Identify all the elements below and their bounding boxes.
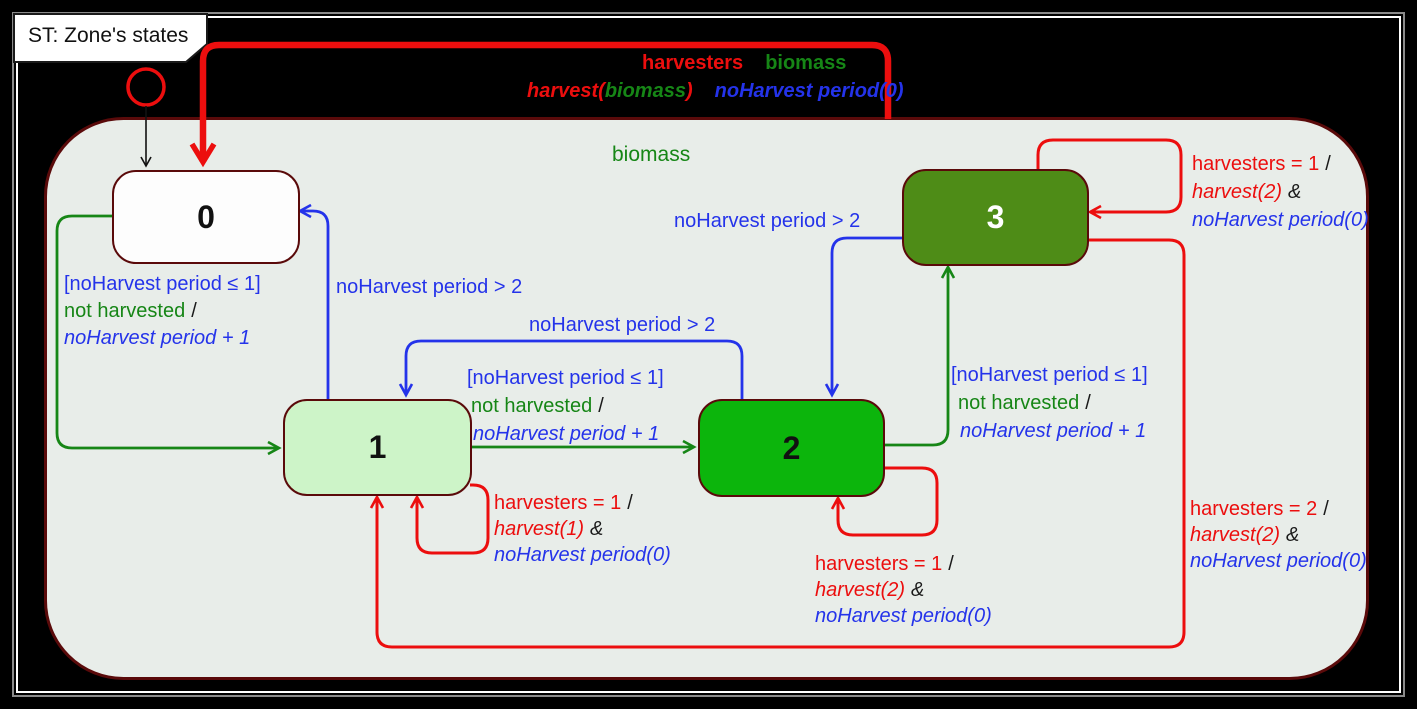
transition-1-to-0-label: noHarvest period > 2	[336, 276, 523, 298]
loop2-action1: harvest(2)	[815, 579, 906, 601]
statechart-name-tab[interactable]	[13, 13, 208, 63]
self-transition-state-3[interactable]	[1036, 138, 1183, 220]
transition-0-to-1[interactable]	[55, 214, 282, 456]
t31-action2: noHarvest period(0)	[1190, 550, 1367, 572]
t12-trigger: not harvested	[471, 395, 593, 417]
initial-state-circle[interactable]	[126, 67, 166, 107]
interface-declaration-line1: harvesters biomass	[642, 52, 846, 75]
t31-action1: harvest(2)	[1190, 524, 1281, 546]
transition-3-to-2-label: noHarvest period > 2	[674, 210, 861, 232]
t12-guard: [noHarvest period ≤ 1]	[467, 367, 664, 389]
t31-trigger: harvesters = 2	[1190, 498, 1318, 520]
transition-1-to-0[interactable]	[297, 203, 330, 399]
interface-variable: biomass	[765, 52, 847, 74]
transition-2-to-1[interactable]	[398, 339, 744, 399]
interface-action-noharvest: noHarvest period(0)	[714, 80, 904, 102]
interface-action-harvest-open: harvest(	[527, 80, 605, 102]
state-1-label: 1	[368, 429, 387, 465]
transition-0-to-1-label: [noHarvest period ≤ 1] not harvested/ no…	[64, 273, 261, 349]
interface-declaration-line2: harvest(biomass) noHarvest period(0)	[527, 80, 904, 103]
transition-1-to-2-label: [noHarvest period ≤ 1] not harvested/ no…	[467, 367, 664, 445]
interface-event: harvesters	[642, 52, 744, 74]
loop1-action1: harvest(1)	[494, 518, 585, 540]
loop2-action2: noHarvest period(0)	[815, 605, 992, 627]
transition-2-to-3-label: [noHarvest period ≤ 1] not harvested/ no…	[951, 364, 1148, 442]
transition-3-to-1[interactable]	[369, 238, 1186, 649]
self-transition-2-label: harvesters = 1/ harvest(2)& noHarvest pe…	[815, 553, 992, 627]
statechart-title: ST: Zone's states	[28, 24, 189, 47]
t23-trigger: not harvested	[958, 392, 1080, 414]
interface-action-harvest-close: )	[685, 80, 693, 102]
transition-3-to-1-label: harvesters = 2/ harvest(2)& noHarvest pe…	[1190, 498, 1367, 572]
self-transition-state-1[interactable]	[409, 483, 490, 555]
loop1-action2: noHarvest period(0)	[494, 544, 671, 566]
t12-action: noHarvest period + 1	[473, 423, 660, 445]
loop3-action1: harvest(2)	[1192, 181, 1283, 203]
loop2-trigger: harvesters = 1	[815, 553, 943, 575]
t01-guard: [noHarvest period ≤ 1]	[64, 273, 261, 295]
t01-action: noHarvest period + 1	[64, 327, 251, 349]
self-transition-1-label: harvesters = 1/ harvest(1)& noHarvest pe…	[494, 492, 671, 566]
t23-action: noHarvest period + 1	[960, 420, 1147, 442]
event-input-arrow[interactable]	[189, 41, 892, 168]
t01-trigger: not harvested	[64, 300, 186, 322]
state-3[interactable]: 3	[902, 169, 1089, 266]
loop1-trigger: harvesters = 1	[494, 492, 622, 514]
state-1[interactable]: 1	[283, 399, 472, 496]
state-2-label: 2	[782, 429, 801, 466]
region-variable-label: biomass	[612, 143, 691, 166]
t23-guard: [noHarvest period ≤ 1]	[951, 364, 1148, 386]
interface-action-harvest-arg: biomass	[604, 80, 686, 102]
state-0[interactable]: 0	[112, 170, 300, 264]
loop3-action2: noHarvest period(0)	[1192, 209, 1369, 231]
state-2[interactable]: 2	[698, 399, 885, 497]
self-transition-state-2[interactable]	[830, 466, 939, 537]
self-transition-3-label: harvesters = 1/ harvest(2)& noHarvest pe…	[1192, 153, 1369, 231]
transition-3-to-2[interactable]	[824, 236, 902, 398]
state-0-label: 0	[197, 198, 215, 235]
transition-2-to-1-label: noHarvest period > 2	[529, 314, 716, 336]
transition-2-to-3[interactable]	[882, 264, 956, 447]
loop3-trigger: harvesters = 1	[1192, 153, 1320, 175]
state-3-label: 3	[986, 199, 1005, 235]
